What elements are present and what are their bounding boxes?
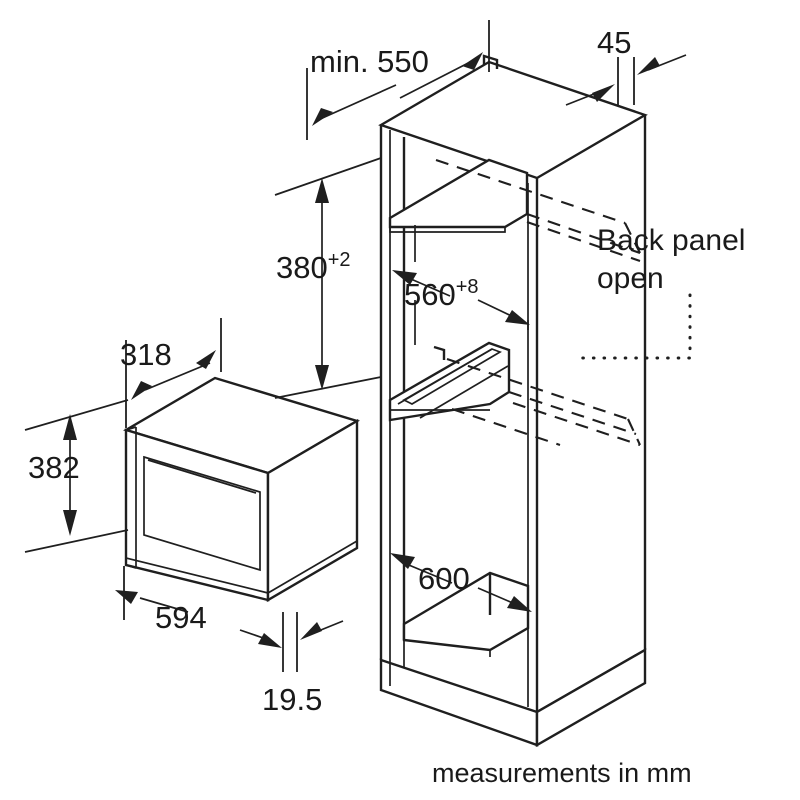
dim-382-arrow-top (63, 414, 77, 440)
dim-550-label: min. 550 (310, 44, 429, 79)
appliance-door-window-inner (147, 459, 257, 494)
dim-380-label: 380+2 (276, 249, 351, 285)
back-panel-dashed-lower-2 (508, 391, 637, 435)
dim-318-arrow-left (131, 381, 152, 400)
dim-600-leader-left (403, 562, 453, 584)
dim-550-leader-left (317, 84, 397, 121)
dim-45-arrow-left (592, 84, 615, 102)
dim-382-ext-top (24, 399, 129, 431)
appliance-fascia-top (125, 426, 137, 431)
dim-318-leader (144, 362, 211, 391)
units-caption: measurements in mm (432, 758, 692, 788)
back-panel-dashed-upper-1 (435, 159, 626, 224)
dim-550-arrow-left (312, 108, 333, 126)
cabinet-top-face (378, 60, 648, 180)
dim-600-arrow-left (390, 553, 415, 569)
dimension-appliance-width: 594 (115, 566, 282, 648)
dimension-appliance-depth: 318 (120, 318, 222, 428)
appliance-drawing (123, 376, 360, 603)
dim-380-ext-top (274, 157, 382, 196)
dimension-fascia-thickness: 19.5 (262, 612, 344, 717)
dim-560-arrow-right (505, 310, 530, 325)
dimension-niche-height: 380+2 (274, 157, 382, 399)
dim-600-arrow-right (507, 596, 532, 612)
dim-600-label: 600 (418, 561, 470, 596)
appliance-bottom-lip-side (267, 540, 358, 594)
dim-45-arrow-right (637, 57, 660, 75)
dim-382-label: 382 (28, 450, 80, 485)
cabinet-plinth-front (379, 658, 539, 747)
back-panel-label-line1: Back panel (597, 224, 745, 257)
cabinet-upper-shelf (388, 158, 529, 229)
back-panel-dashed-lower-5 (451, 408, 561, 446)
dim-380-arrow-top (315, 178, 329, 203)
dimension-niche-width: 560+8 (392, 225, 530, 345)
dim-318-arrow-right (196, 350, 216, 369)
dim-560-label: 560+8 (404, 276, 479, 312)
cabinet-upper-shelf-front-edge (389, 226, 506, 233)
cabinet-upper-shelf-right-edge (504, 213, 528, 228)
back-panel-dashed-lower-3 (512, 402, 641, 446)
cabinet-plinth-side (535, 647, 647, 748)
dimension-appliance-height: 382 (24, 399, 129, 553)
dim-594-arrow-left (115, 590, 138, 604)
cabinet-shelf-rail-notch (433, 345, 446, 360)
annotation-back-panel-open: Back panel open (574, 224, 745, 360)
cabinet-top-notch (482, 54, 499, 69)
cabinet-shelf-rail-edge (397, 348, 493, 405)
back-panel-dashed-upper-3 (526, 221, 641, 262)
dim-550-arrow-right (462, 52, 483, 70)
dim-594-arrow-right (258, 633, 282, 648)
dim-594-leader-left (139, 597, 189, 613)
back-panel-leader-dotted (574, 293, 692, 360)
appliance-door-window (143, 455, 261, 572)
dim-380-ext-bottom (274, 376, 382, 399)
dim-19-arrow-right (300, 622, 322, 640)
dimension-niche-depth: min. 550 (306, 20, 490, 140)
appliance-side-face (266, 418, 359, 603)
dimension-side-gap: 45 (565, 25, 687, 106)
back-panel-dashed-upper-4 (624, 222, 641, 254)
appliance-fascia-bottom (125, 564, 137, 569)
dim-19-label: 19.5 (262, 682, 322, 717)
cabinet-drawing (378, 54, 648, 748)
dim-318-label: 318 (120, 337, 172, 372)
cabinet-floor-front-edge (403, 639, 491, 651)
back-panel-dashed-lower-4 (627, 418, 641, 446)
dim-382-arrow-bottom (63, 510, 77, 536)
dim-45-label: 45 (597, 25, 631, 60)
back-panel-dashed-lower-1 (446, 358, 629, 420)
dim-594-label: 594 (155, 600, 207, 635)
dimension-cabinet-width: 600 (390, 553, 532, 612)
dim-560-arrow-left (392, 270, 417, 285)
back-panel-label-line2: open (597, 262, 664, 295)
dim-380-arrow-bottom (315, 365, 329, 390)
dim-382-ext-bottom (24, 529, 129, 553)
back-panel-dashed-upper-2 (526, 213, 641, 254)
appliance-bottom-lip (125, 557, 269, 594)
